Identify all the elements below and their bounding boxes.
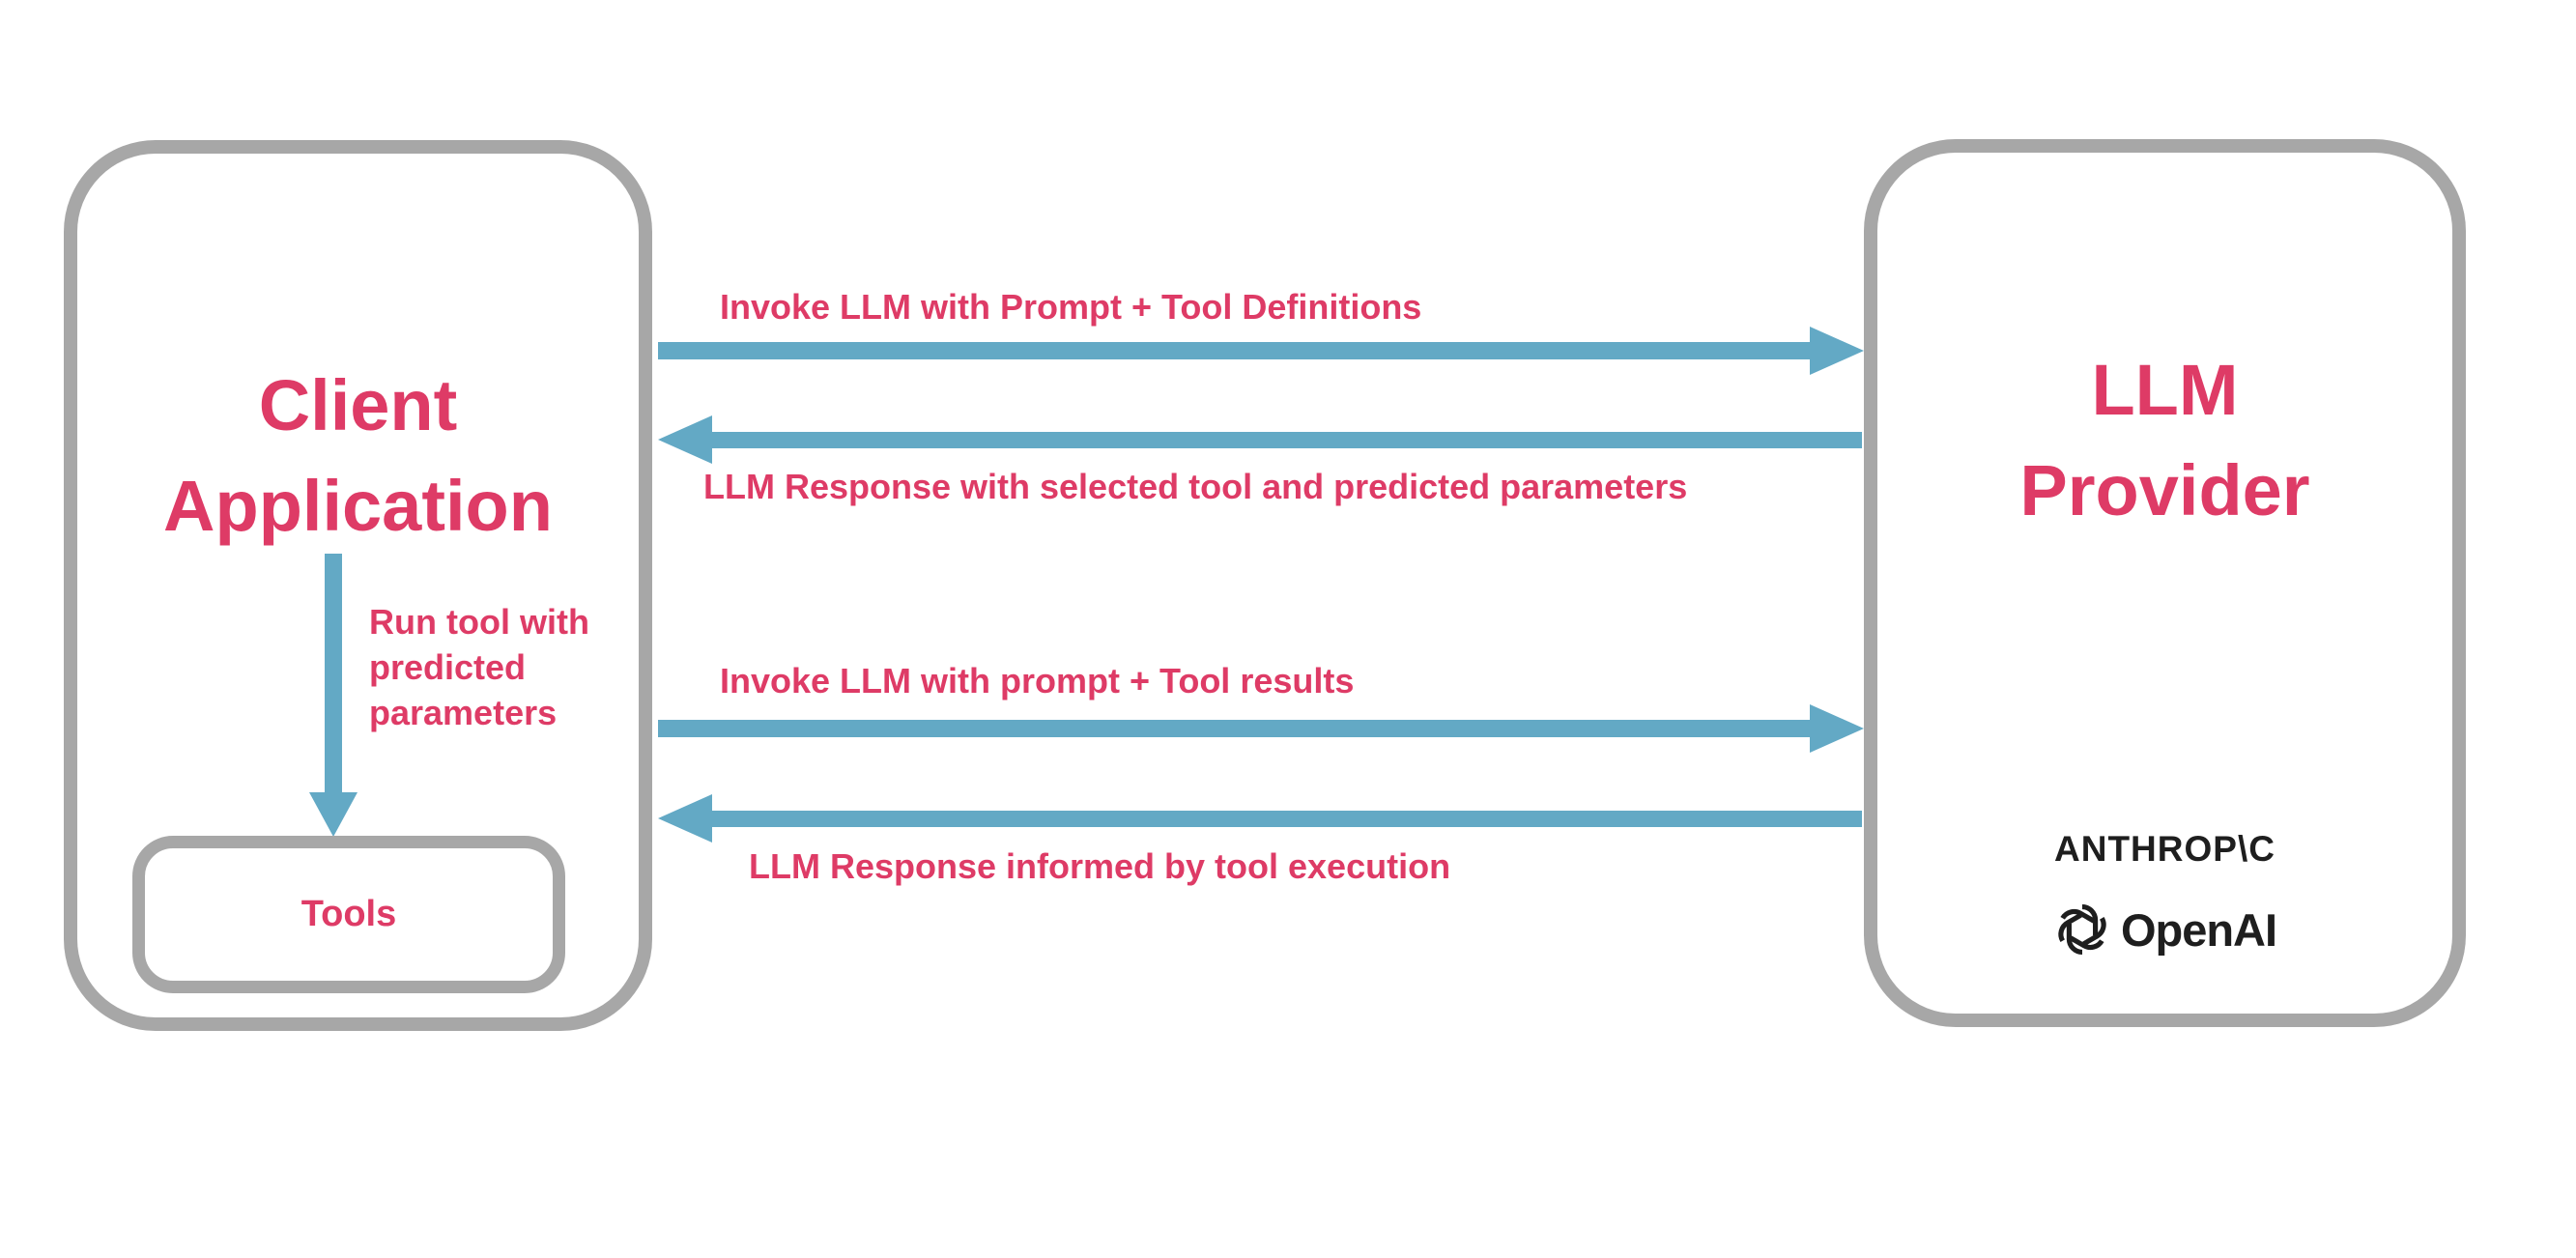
run-tool-arrow-head-icon <box>309 792 358 837</box>
flow-arrow-3-right-body <box>658 720 1810 737</box>
anthropic-logo: ANTHROP\C <box>2054 829 2275 869</box>
flow-arrow-1-right-head-icon <box>1810 327 1864 375</box>
flow-arrow-4-label: LLM Response informed by tool execution <box>749 846 1451 886</box>
flow-arrow-2-left-head-icon <box>658 415 712 464</box>
run-tool-arrow-body <box>325 554 342 795</box>
flow-arrow-2-label: LLM Response with selected tool and pred… <box>703 467 1688 506</box>
flow-arrow-4-left-body <box>712 811 1862 827</box>
run-tool-label: Run tool with predicted parameters <box>369 602 589 732</box>
client-application-title-text: Client Application <box>163 365 553 546</box>
client-application-title: Client Application <box>64 356 652 557</box>
tools-label: Tools <box>301 894 397 934</box>
llm-provider-box <box>1864 139 2466 1027</box>
tools-box: Tools <box>132 836 565 993</box>
flow-arrow-3-right-head-icon <box>1810 704 1864 753</box>
openai-logo-text: OpenAI <box>2120 903 2277 956</box>
flow-arrow-2-left-body <box>712 432 1862 448</box>
llm-provider-title-text: LLM Provider <box>2019 350 2310 530</box>
flow-arrow-4-left-head-icon <box>658 794 712 843</box>
openai-logo-icon <box>2058 903 2106 956</box>
flow-arrow-1-right-body <box>658 342 1810 359</box>
flow-arrow-1-label: Invoke LLM with Prompt + Tool Definition… <box>720 287 1422 327</box>
flow-arrow-3-label: Invoke LLM with prompt + Tool results <box>720 661 1355 700</box>
openai-logo: OpenAI <box>1864 901 2466 958</box>
llm-provider-title: LLM Provider <box>1864 340 2466 541</box>
